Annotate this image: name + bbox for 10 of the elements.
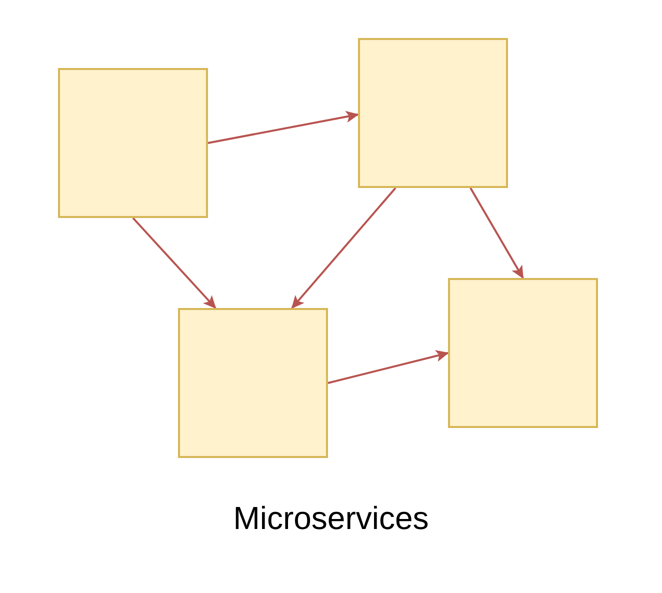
arrow — [132, 217, 216, 309]
diagram-caption: Microservices — [232, 500, 430, 537]
service-box — [58, 68, 208, 218]
arrow — [470, 188, 524, 279]
service-box — [358, 38, 508, 188]
arrow — [208, 110, 359, 144]
arrow — [328, 350, 449, 384]
service-box — [448, 278, 598, 428]
arrow — [291, 187, 396, 309]
service-box — [178, 308, 328, 458]
